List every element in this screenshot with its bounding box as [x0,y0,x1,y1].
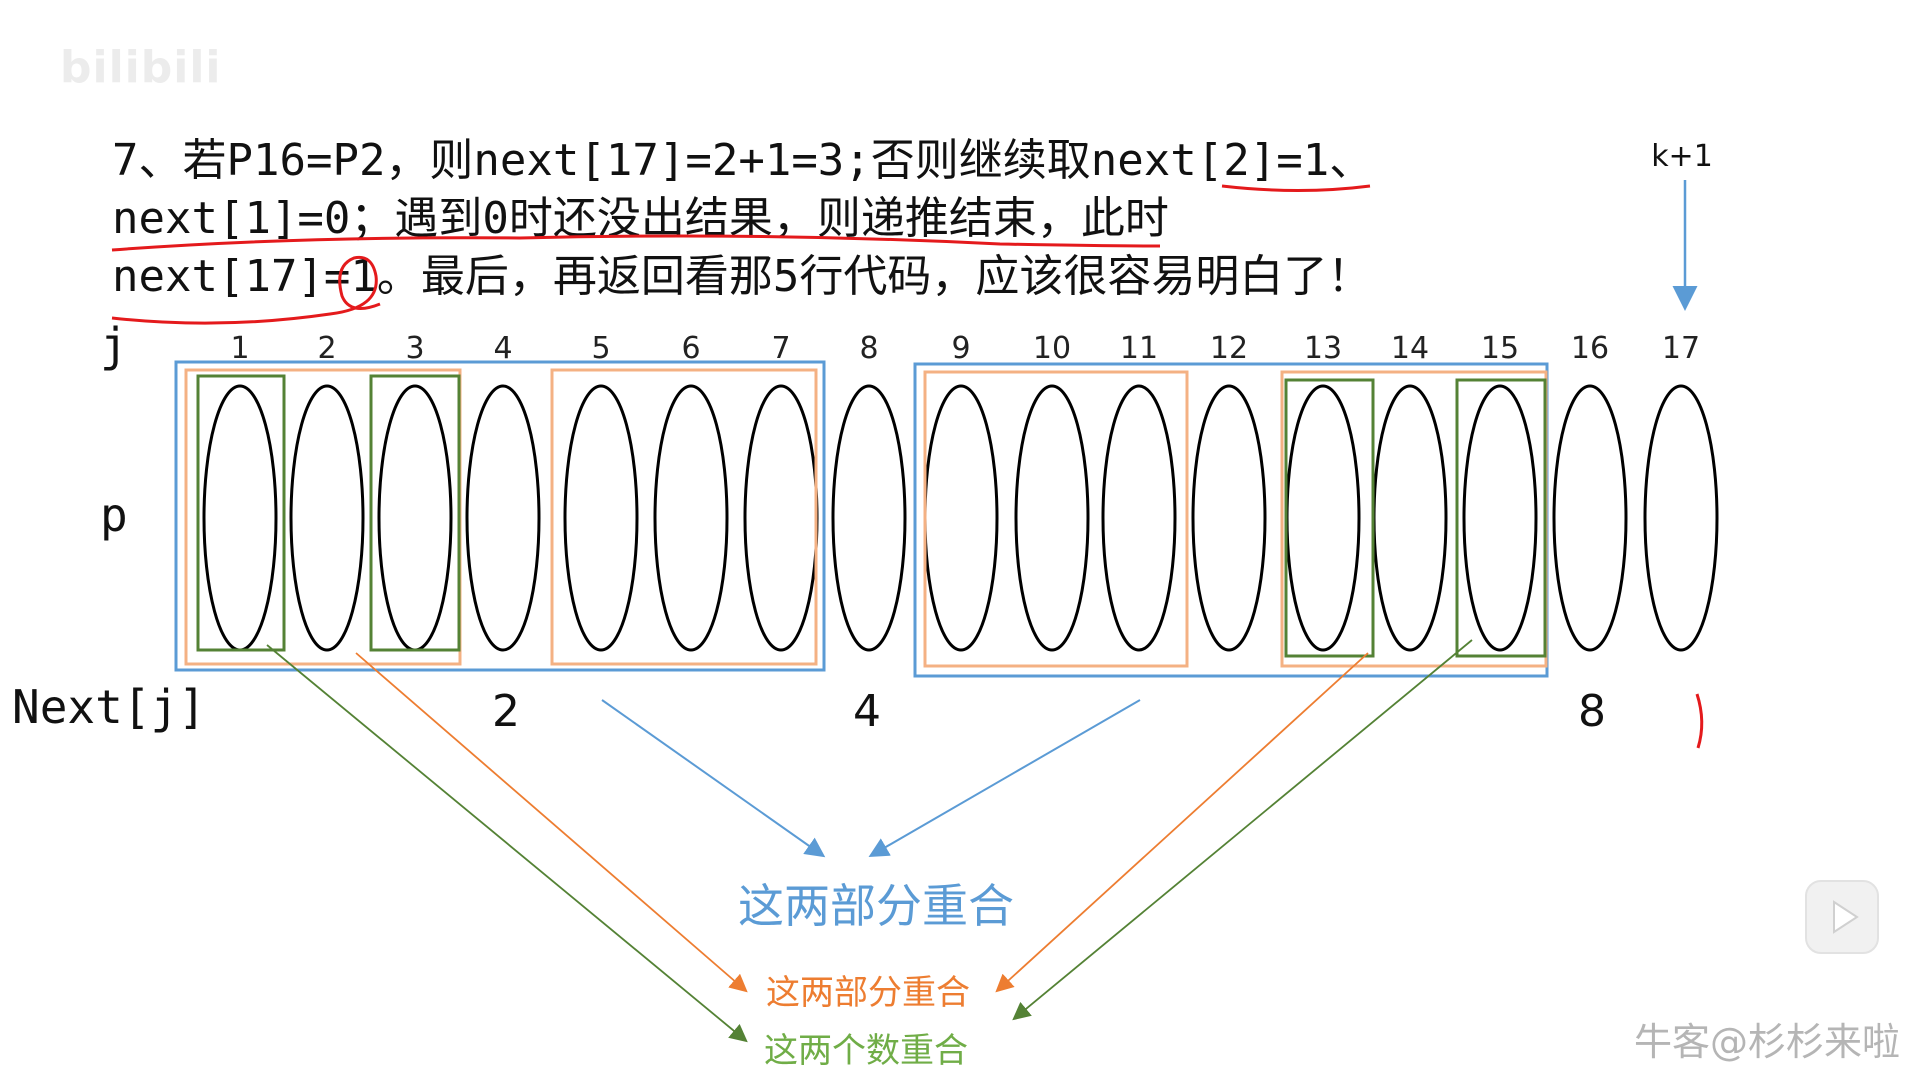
p-ellipses [202,384,1719,652]
p-ellipse-14 [1372,384,1448,652]
p-ellipse-3 [377,384,453,652]
p-ellipse-11 [1101,384,1177,652]
j-label-8: 8 [859,331,878,366]
j-label-11: 11 [1120,331,1158,366]
j-label-6: 6 [681,331,700,366]
p-ellipse-9 [923,384,999,652]
orange-box-1 [184,368,462,666]
p-ellipse-15 [1462,384,1538,652]
next-value-2: 2 [492,686,520,737]
bilibili-watermark: bilibili [60,42,222,93]
p-ellipse-7 [743,384,819,652]
j-label-13: 13 [1304,331,1342,366]
blue-box-right [913,362,1549,678]
orange-box-3 [923,370,1189,668]
j-label-5: 5 [591,331,610,366]
red-mark-next17 [1695,693,1704,749]
caption-blue: 这两部分重合 [738,879,1014,933]
j-label-2: 2 [317,331,336,366]
caption-orange: 这两部分重合 [766,973,970,1013]
caption-green: 这两个数重合 [764,1031,968,1071]
p-ellipse-17 [1643,384,1719,652]
p-ellipse-5 [563,384,639,652]
j-label-14: 14 [1391,331,1429,366]
k-plus-1-label: k+1 [1651,139,1713,174]
p-ellipse-12 [1191,384,1267,652]
green-arrow-right [1012,639,1473,1021]
row-label-p: p [100,488,128,542]
p-ellipse-2 [289,384,365,652]
red-circle-next17 [111,255,381,325]
p-ellipse-1 [202,384,278,652]
explanation-line-1: 7、若P16=P2，则next[17]=2+1=3;否则继续取next[2]=1… [112,135,1374,186]
red-underline-line2 [111,234,1161,252]
p-ellipse-13 [1285,384,1361,652]
j-label-12: 12 [1210,331,1248,366]
green-arrow-left [266,644,748,1043]
green-box-1 [196,374,286,652]
p-ellipse-4 [465,384,541,652]
p-ellipse-10 [1014,384,1090,652]
explanation-text: 7、若P16=P2，则next[17]=2+1=3;否则继续取next[2]=1… [112,132,1492,306]
green-box-13 [1284,378,1375,658]
play-icon[interactable] [1805,880,1879,954]
p-ellipse-8 [831,384,907,652]
bottom-watermark: 牛客@杉杉来啦 [1633,1020,1900,1064]
j-label-1: 1 [230,331,249,366]
blue-arrow-right [868,699,1141,858]
orange-box-2 [550,368,818,666]
next-value-4: 4 [853,686,881,737]
p-ellipse-16 [1552,384,1628,652]
green-box-3 [369,374,461,652]
j-label-17: 17 [1662,331,1700,366]
blue-box-left [174,360,826,672]
row-label-next: Next[j] [12,680,206,734]
j-label-10: 10 [1033,331,1071,366]
j-label-7: 7 [771,331,790,366]
red-underline-next2 [1221,184,1371,192]
explanation-line-3: next[17]=1。最后，再返回看那5行代码，应该很容易明白了！ [112,251,1372,302]
j-label-15: 15 [1481,331,1519,366]
orange-arrow-left [355,652,748,993]
next-value-8: 8 [1578,686,1606,737]
orange-box-4 [1280,370,1548,668]
j-label-3: 3 [405,331,424,366]
j-label-16: 16 [1571,331,1609,366]
blue-arrow-left [601,699,826,858]
j-label-4: 4 [493,331,512,366]
j-label-9: 9 [951,331,970,366]
green-box-15 [1455,378,1547,658]
orange-arrow-right [995,652,1369,993]
row-label-j: j [100,318,128,372]
p-ellipse-6 [653,384,729,652]
play-triangle-icon [1833,900,1859,934]
